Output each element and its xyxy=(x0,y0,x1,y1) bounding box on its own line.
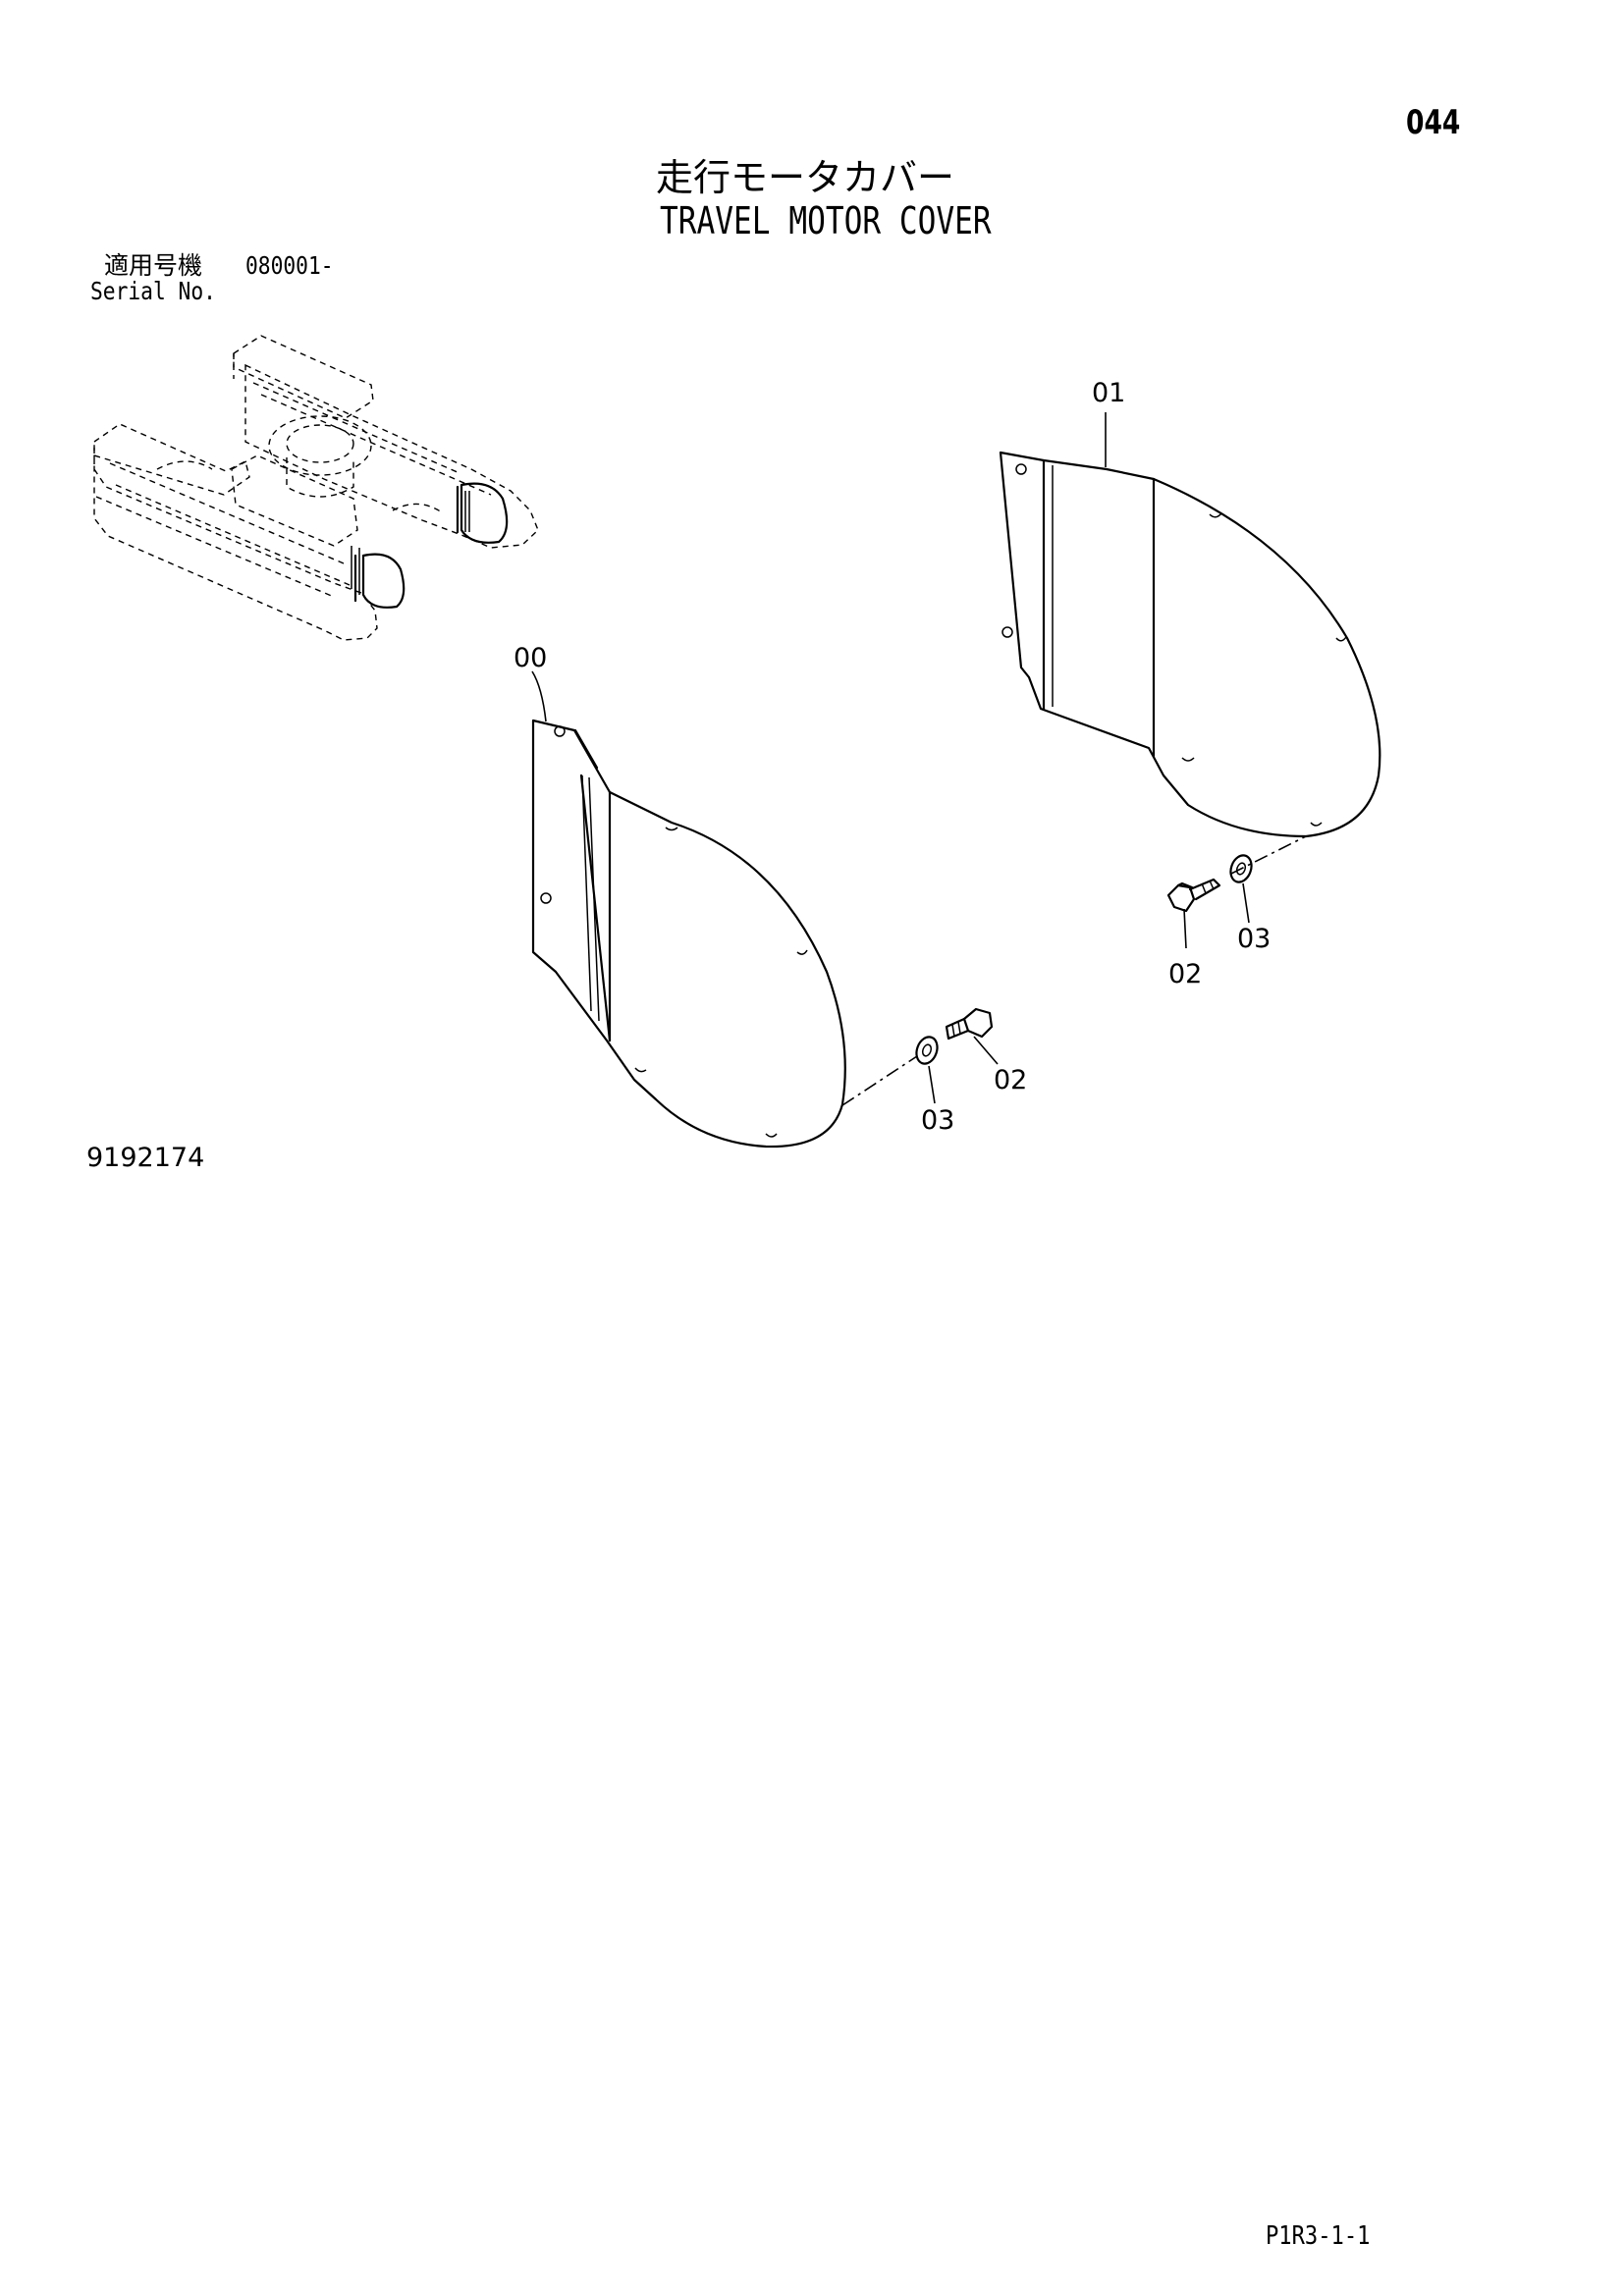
bolt-02-right xyxy=(1166,878,1221,913)
part-label-03-right: 03 xyxy=(1237,924,1271,954)
title-english: TRAVEL MOTOR COVER xyxy=(660,199,992,242)
part-label-02-right: 02 xyxy=(1168,959,1202,989)
bolt-02-left xyxy=(945,1007,994,1041)
part-label-01: 01 xyxy=(1092,378,1125,408)
serial-label-japanese: 適用号機 xyxy=(104,251,203,280)
page-number: 044 xyxy=(1406,103,1461,142)
washer-03-left xyxy=(915,1036,939,1065)
leader-02-right xyxy=(1183,908,1187,949)
leader-00 xyxy=(531,670,547,722)
leader-03-left xyxy=(928,1065,936,1104)
washer-03-right xyxy=(1229,854,1253,883)
undercarriage-locator-icon xyxy=(93,335,539,641)
part-label-02-left: 02 xyxy=(994,1065,1027,1095)
serial-range: 080001- xyxy=(245,251,334,280)
title-japanese: 走行モータカバー xyxy=(656,156,955,199)
part-label-03-left: 03 xyxy=(921,1105,954,1136)
leader-02-left xyxy=(973,1036,999,1065)
travel-motor-cover-01 xyxy=(999,451,1381,838)
leader-03-right xyxy=(1242,882,1250,924)
serial-label-english: Serial No. xyxy=(90,277,216,305)
travel-motor-cover-00 xyxy=(531,719,846,1148)
assembly-line-left xyxy=(841,1055,918,1106)
part-label-00: 00 xyxy=(514,643,547,673)
page-code: P1R3-1-1 xyxy=(1266,2221,1371,2251)
drawing-number: 9192174 xyxy=(86,1143,205,1173)
